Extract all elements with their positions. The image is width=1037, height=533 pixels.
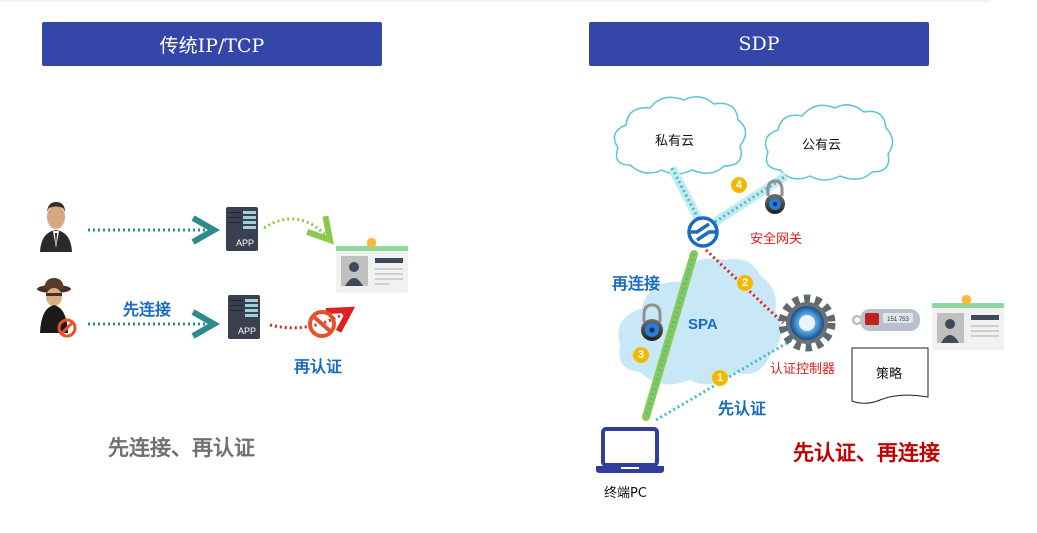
sdp-title-banner: SDP: [589, 22, 929, 66]
app-server-icon: APP: [228, 295, 260, 339]
top-divider: [0, 0, 990, 2]
terminal-pc-icon: [596, 427, 664, 473]
private-cloud-shape: [613, 96, 747, 175]
step-badge-4: 4: [731, 177, 747, 193]
id-card-icon: [932, 295, 1004, 350]
app-to-id-arrow: [263, 219, 330, 240]
private-cloud-link: [670, 167, 700, 219]
user-icon: [40, 202, 72, 252]
spa-label: SPA: [688, 316, 718, 333]
security-gateway-label: 安全网关: [750, 232, 803, 247]
attacker-icon: [37, 278, 77, 338]
pc-controller-auth-link: [655, 338, 793, 422]
prohibited-icon: [308, 310, 336, 338]
auth-controller-gear-icon: [778, 294, 836, 352]
public-cloud-shape: [764, 104, 894, 181]
policy-label: 策略: [876, 367, 903, 382]
private-cloud-link-band: [668, 165, 702, 221]
step-badge-2: 2: [737, 275, 753, 291]
app-label: APP: [236, 238, 254, 248]
id-card-icon: [336, 238, 408, 293]
reconnect-label: 再连接: [612, 274, 661, 293]
security-gateway-icon: [687, 216, 719, 248]
policy-document-shape: [851, 347, 929, 404]
step-badge-1: 1: [712, 370, 728, 386]
reconnect-tunnel-dots: [644, 253, 696, 418]
lock-icon: [765, 179, 785, 214]
rsa-token-icon: 151 753: [852, 309, 920, 331]
private-cloud-label: 私有云: [655, 134, 695, 149]
auth-first-label: 先认证: [718, 399, 767, 418]
sdp-slogan: 先认证、再连接: [793, 441, 940, 465]
public-cloud-label: 公有云: [802, 138, 842, 153]
token-display: 151 753: [887, 317, 909, 323]
terminal-pc-label: 终端PC: [604, 486, 647, 501]
auth-later-label: 再认证: [294, 357, 343, 376]
public-cloud-link: [714, 174, 787, 224]
connect-first-label: 先连接: [123, 300, 172, 319]
traditional-slogan: 先连接、再认证: [108, 436, 255, 460]
traditional-tcp-title: 传统IP/TCP: [159, 34, 265, 57]
auth-controller-label: 认证控制器: [770, 362, 836, 377]
traditional-tcp-title-banner: 传统IP/TCP: [42, 22, 382, 66]
sdp-title: SDP: [738, 33, 780, 55]
app-server-icon: APP: [226, 207, 258, 251]
app-label: APP: [238, 326, 256, 336]
lock-icon: [641, 303, 663, 341]
step-badge-3: 3: [633, 347, 649, 363]
